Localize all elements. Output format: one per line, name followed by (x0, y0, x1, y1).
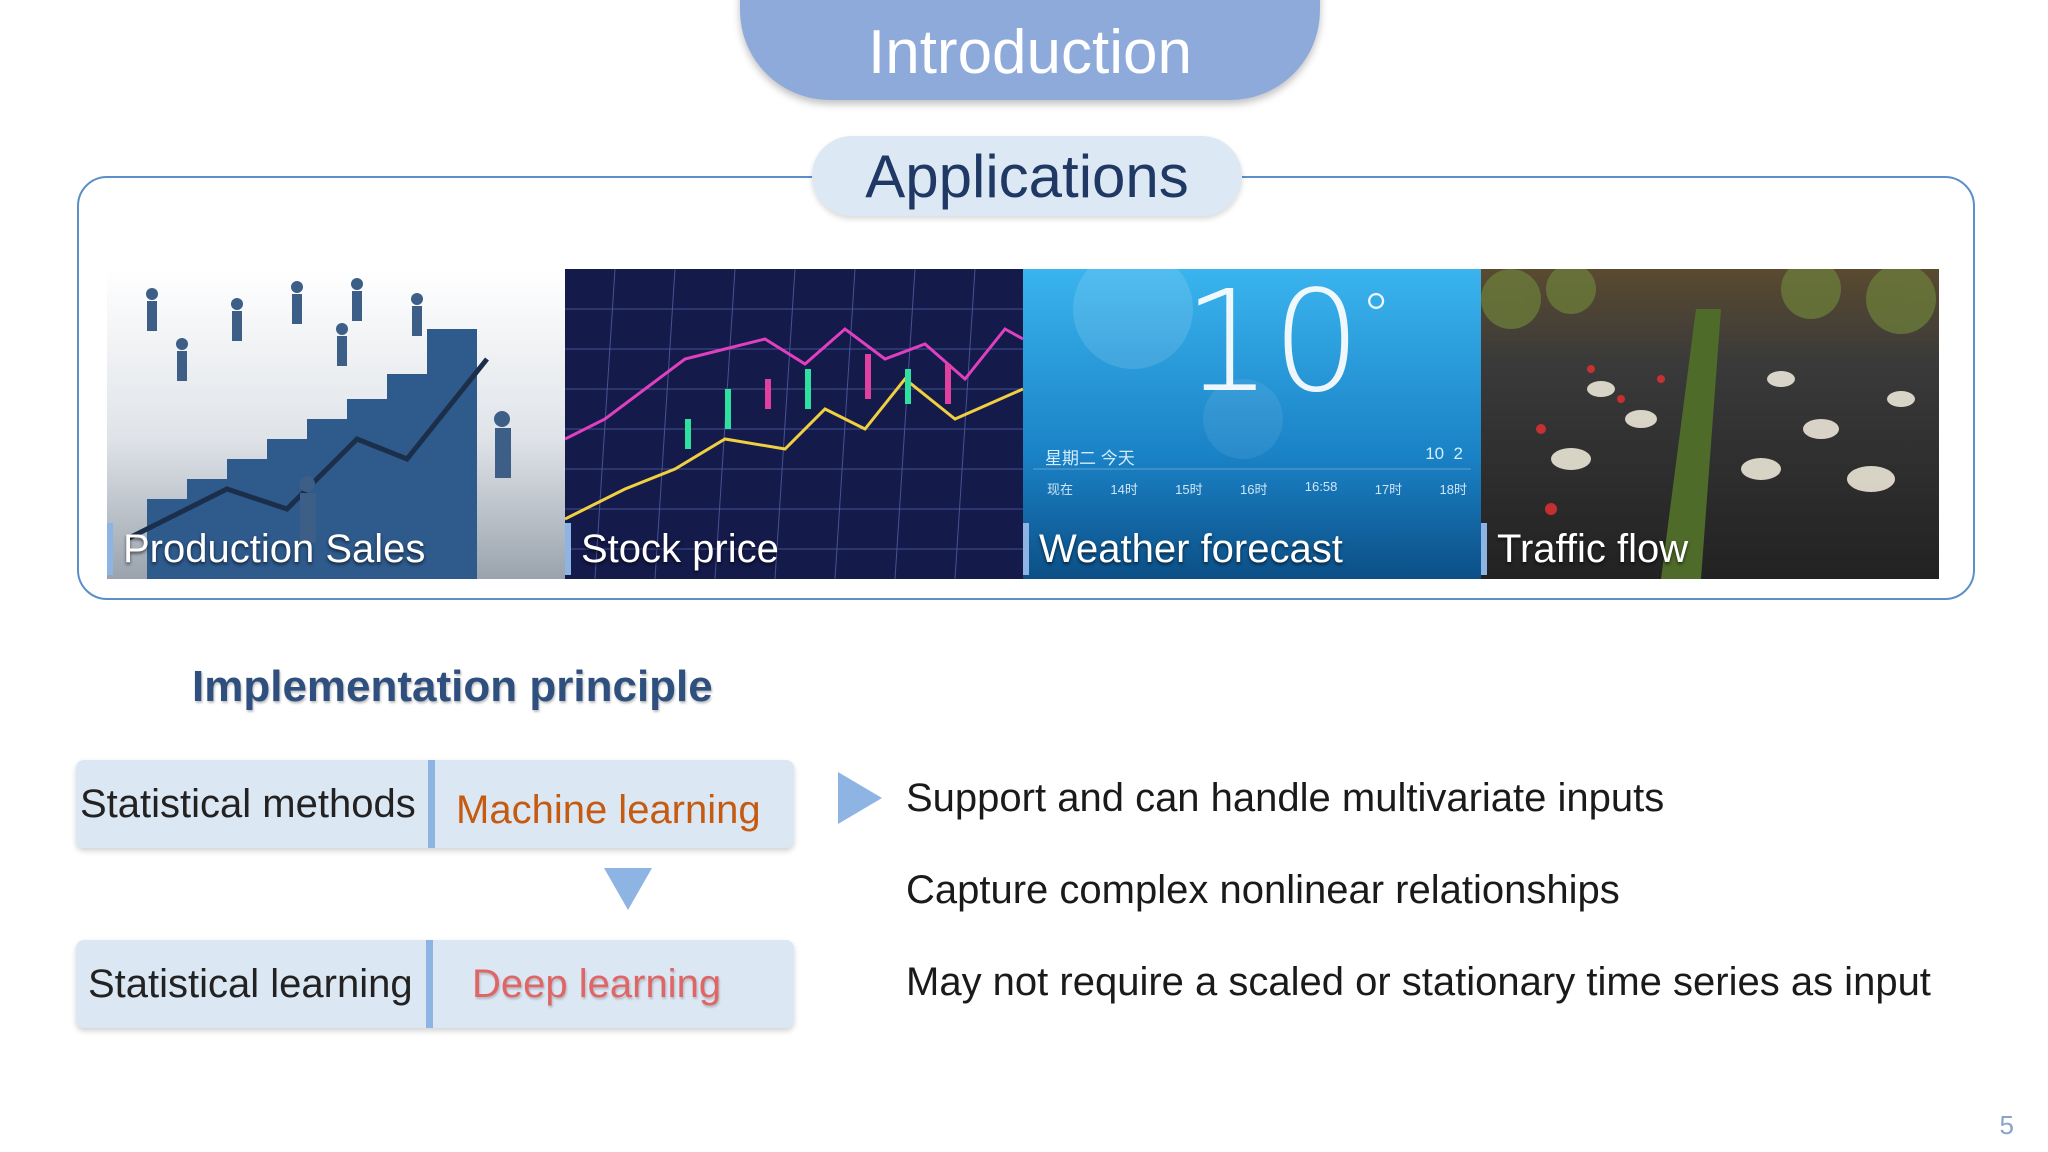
card-stock-price: Stock price (565, 269, 1023, 579)
card-label-production-sales: Production Sales (107, 519, 565, 579)
weather-forecast-image (1023, 269, 1481, 579)
method-divider (426, 940, 433, 1028)
benefit-nonlinear: Capture complex nonlinear relationships (906, 868, 1620, 912)
statistical-learning-label: Statistical learning (88, 961, 413, 1006)
benefit-stationary: May not require a scaled or stationary t… (906, 960, 1931, 1004)
slide-title: Introduction (868, 18, 1192, 87)
machine-learning-label: Machine learning (456, 787, 761, 832)
down-arrow-icon (604, 868, 652, 910)
card-label-traffic-flow: Traffic flow (1481, 519, 1939, 579)
card-label-stock-price: Stock price (565, 519, 1023, 579)
card-traffic-flow: Traffic flow (1481, 269, 1939, 579)
slide-title-pill: Introduction (740, 0, 1320, 100)
method-divider (428, 760, 435, 848)
traffic-flow-image (1481, 269, 1939, 579)
weather-hours-row: 现在 14时 15时 16时 16:58 17时 18时 (1047, 479, 1467, 497)
method-row-machine-learning: Statistical methods Machine learning (76, 760, 794, 848)
card-weather-forecast: 10° 星期二 今天 10 2 现在 14时 15时 16时 16:58 17时… (1023, 269, 1481, 579)
applications-label: Applications (865, 142, 1189, 210)
applications-label-pill: Applications (812, 136, 1242, 216)
deep-learning-label: Deep learning (472, 961, 722, 1006)
statistical-methods-label: Statistical methods (80, 781, 416, 826)
benefit-multivariate: Support and can handle multivariate inpu… (906, 776, 1665, 820)
weather-temperature: 10° (1183, 269, 1392, 424)
method-row-deep-learning: Statistical learning Deep learning (76, 940, 794, 1028)
page-number: 5 (1999, 1110, 2014, 1140)
right-arrow-icon (838, 772, 882, 824)
production-sales-image (107, 269, 565, 579)
implementation-title: Implementation principle (192, 662, 713, 711)
card-label-weather-forecast: Weather forecast (1023, 519, 1481, 579)
stock-price-image (565, 269, 1023, 579)
weather-day-text: 星期二 今天 (1045, 449, 1135, 468)
card-production-sales: Production Sales (107, 269, 565, 579)
weather-range-text: 10 2 (1425, 444, 1463, 463)
